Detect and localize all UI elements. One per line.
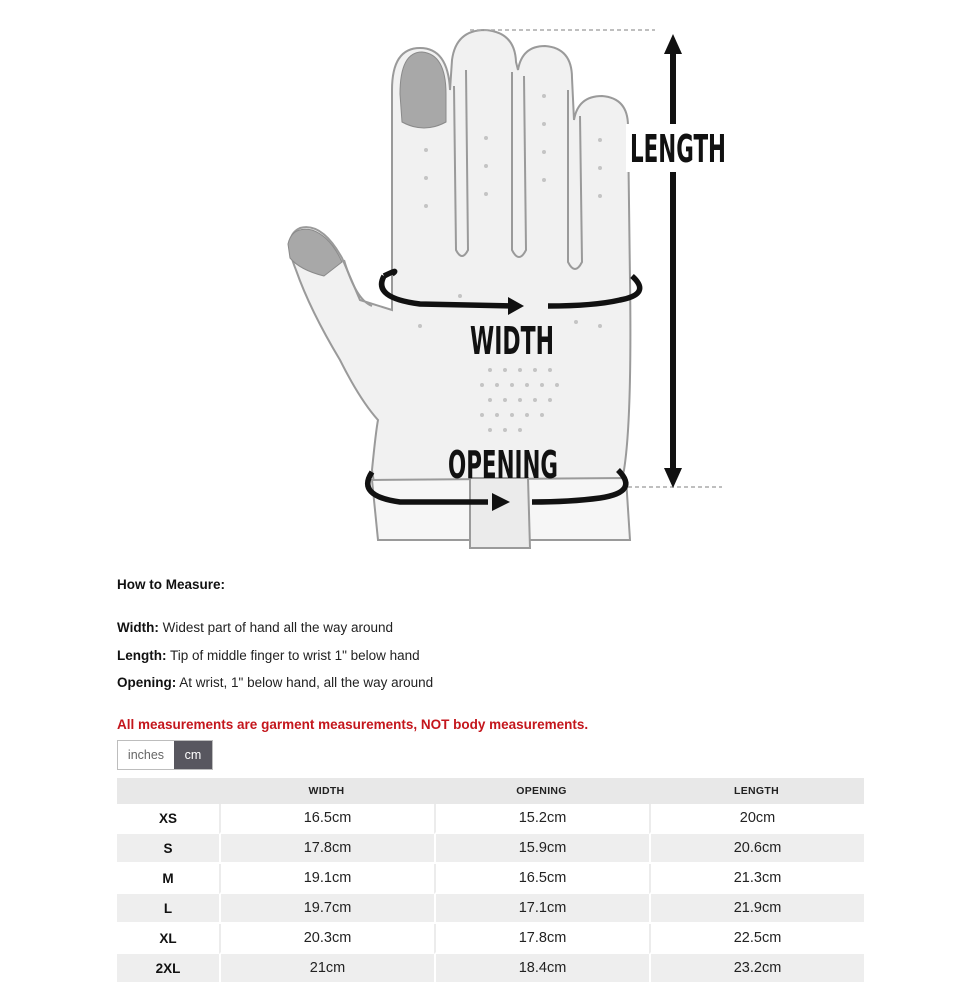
table-row: XS 16.5cm 15.2cm 20cm [117, 804, 864, 834]
table-row: 2XL 21cm 18.4cm 23.2cm [117, 954, 864, 984]
width-cell: 16.5cm [219, 804, 434, 834]
garment-measurement-warning: All measurements are garment measurement… [117, 717, 589, 732]
table-row: XL 20.3cm 17.8cm 22.5cm [117, 924, 864, 954]
width-definition: Width: Widest part of hand all the way a… [117, 620, 393, 635]
width-term: Width: [117, 620, 159, 635]
size-label: 2XL [117, 954, 219, 984]
length-definition: Length: Tip of middle finger to wrist 1"… [117, 648, 420, 663]
opening-cell: 17.8cm [434, 924, 649, 954]
opening-arrow [365, 468, 629, 511]
length-text: Tip of middle finger to wrist 1" below h… [170, 648, 420, 663]
length-cell: 20.6cm [649, 834, 864, 864]
width-cell: 19.7cm [219, 894, 434, 924]
table-row: M 19.1cm 16.5cm 21.3cm [117, 864, 864, 894]
width-text: Widest part of hand all the way around [162, 620, 394, 635]
size-label: XS [117, 804, 219, 834]
length-cell: 20cm [649, 804, 864, 834]
length-term: Length: [117, 648, 167, 663]
table-row: L 19.7cm 17.1cm 21.9cm [117, 894, 864, 924]
width-arrow [378, 268, 643, 315]
unit-inches-button[interactable]: inches [118, 741, 174, 769]
size-label: S [117, 834, 219, 864]
touch-tip-index [399, 51, 447, 129]
size-label: M [117, 864, 219, 894]
opening-text: At wrist, 1" below hand, all the way aro… [179, 675, 434, 690]
opening-cell: 15.9cm [434, 834, 649, 864]
width-label: WIDTH [470, 319, 554, 363]
opening-cell: 16.5cm [434, 864, 649, 894]
width-cell: 19.1cm [219, 864, 434, 894]
size-chart-table: WIDTH OPENING LENGTH XS 16.5cm 15.2cm 20… [117, 778, 864, 984]
opening-cell: 15.2cm [434, 804, 649, 834]
size-label: XL [117, 924, 219, 954]
unit-cm-button[interactable]: cm [174, 741, 212, 769]
glove-measurement-diagram: LENGTH WIDTH OPENING [287, 28, 730, 549]
opening-cell: 17.1cm [434, 894, 649, 924]
size-label: L [117, 894, 219, 924]
length-label: LENGTH [630, 127, 726, 171]
opening-label: OPENING [448, 443, 558, 487]
how-to-measure-title: How to Measure: [117, 577, 226, 592]
touch-tip-thumb [287, 228, 343, 277]
length-dimension [470, 29, 730, 488]
header-opening: OPENING [434, 778, 649, 804]
width-cell: 20.3cm [219, 924, 434, 954]
unit-toggle: inches cm [117, 740, 213, 770]
length-cell: 22.5cm [649, 924, 864, 954]
header-width: WIDTH [219, 778, 434, 804]
length-cell: 21.3cm [649, 864, 864, 894]
opening-term: Opening: [117, 675, 177, 690]
length-cell: 21.9cm [649, 894, 864, 924]
table-header-row: WIDTH OPENING LENGTH [117, 778, 864, 804]
opening-cell: 18.4cm [434, 954, 649, 984]
header-size [117, 778, 219, 804]
opening-definition: Opening: At wrist, 1" below hand, all th… [117, 675, 433, 690]
width-cell: 17.8cm [219, 834, 434, 864]
header-length: LENGTH [649, 778, 864, 804]
table-row: S 17.8cm 15.9cm 20.6cm [117, 834, 864, 864]
